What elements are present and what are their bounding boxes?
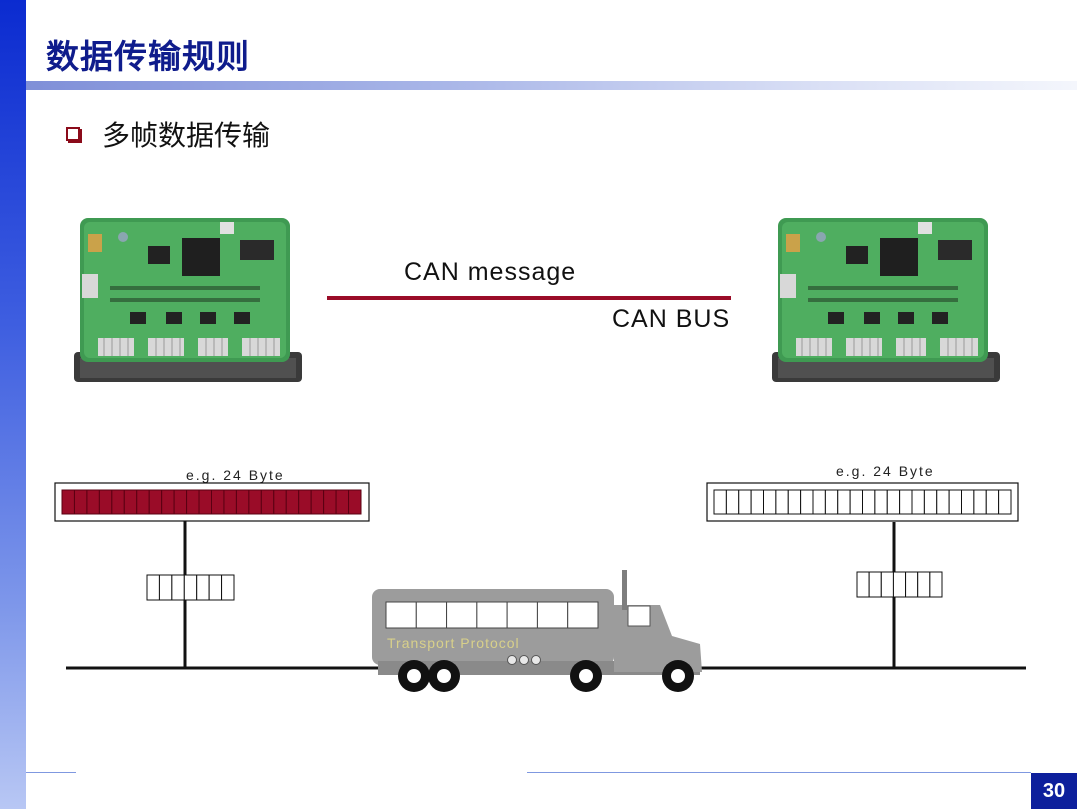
left-packet-cells bbox=[146, 574, 235, 601]
left-buffer-cells bbox=[61, 489, 362, 515]
byte-cell bbox=[725, 489, 740, 515]
byte-cell bbox=[223, 489, 237, 515]
byte-cell bbox=[260, 489, 275, 515]
truck-cargo-cells bbox=[385, 601, 599, 629]
page-number: 30 bbox=[1031, 773, 1077, 809]
byte-cell bbox=[285, 489, 300, 515]
byte-cell bbox=[161, 489, 175, 515]
slide-title: 数据传输规则 bbox=[46, 37, 250, 76]
truck-label: Transport Protocol bbox=[387, 635, 520, 651]
right-buffer-cells bbox=[713, 489, 1012, 515]
byte-cell bbox=[973, 489, 987, 515]
byte-cell bbox=[775, 489, 789, 515]
bullet-text: 多帧数据传输 bbox=[102, 119, 271, 152]
byte-cell bbox=[173, 489, 188, 515]
ecu-board-right-icon bbox=[772, 218, 1000, 382]
byte-cell bbox=[948, 489, 963, 515]
byte-cell bbox=[905, 571, 919, 598]
byte-cell bbox=[148, 489, 163, 515]
byte-cell bbox=[348, 489, 362, 515]
byte-cell bbox=[536, 601, 569, 629]
byte-cell bbox=[886, 489, 901, 515]
byte-cell bbox=[73, 489, 88, 515]
byte-cell bbox=[335, 489, 350, 515]
byte-cell bbox=[985, 489, 1000, 515]
right-buffer-label: e.g. 24 Byte bbox=[836, 463, 935, 479]
byte-cell bbox=[415, 601, 448, 629]
byte-cell bbox=[763, 489, 777, 515]
byte-cell bbox=[186, 489, 200, 515]
byte-cell bbox=[211, 489, 225, 515]
byte-cell bbox=[787, 489, 802, 515]
byte-cell bbox=[123, 489, 138, 515]
ecu-board-left-icon bbox=[74, 218, 302, 382]
truck-icon bbox=[372, 570, 702, 692]
byte-cell bbox=[880, 571, 894, 598]
can-bus-label: CAN BUS bbox=[612, 305, 731, 333]
byte-cell bbox=[171, 574, 185, 601]
byte-cell bbox=[198, 489, 212, 515]
can-message-label: CAN message bbox=[404, 258, 577, 286]
byte-cell bbox=[235, 489, 250, 515]
byte-cell bbox=[208, 574, 223, 601]
byte-cell bbox=[917, 571, 931, 598]
byte-cell bbox=[923, 489, 938, 515]
left-buffer-label: e.g. 24 Byte bbox=[186, 467, 285, 483]
footer-rule-left bbox=[26, 772, 76, 773]
byte-cell bbox=[862, 489, 876, 515]
byte-cell bbox=[506, 601, 538, 629]
byte-cell bbox=[936, 489, 950, 515]
bullet-item: 多帧数据传输 bbox=[66, 114, 270, 154]
byte-cell bbox=[183, 574, 198, 601]
byte-cell bbox=[298, 489, 312, 515]
byte-cell bbox=[310, 489, 325, 515]
byte-cell bbox=[856, 571, 870, 598]
byte-cell bbox=[738, 489, 752, 515]
byte-cell bbox=[146, 574, 160, 601]
byte-cell bbox=[158, 574, 173, 601]
byte-cell bbox=[998, 489, 1012, 515]
byte-cell bbox=[567, 601, 599, 629]
byte-cell bbox=[273, 489, 287, 515]
left-accent-bar bbox=[0, 0, 26, 809]
can-bus-line bbox=[327, 296, 731, 300]
byte-cell bbox=[961, 489, 975, 515]
byte-cell bbox=[812, 489, 826, 515]
byte-cell bbox=[385, 601, 417, 629]
byte-cell bbox=[61, 489, 75, 515]
byte-cell bbox=[800, 489, 814, 515]
byte-cell bbox=[892, 571, 907, 598]
byte-cell bbox=[849, 489, 864, 515]
byte-cell bbox=[824, 489, 839, 515]
byte-cell bbox=[874, 489, 888, 515]
byte-cell bbox=[86, 489, 100, 515]
byte-cell bbox=[929, 571, 943, 598]
byte-cell bbox=[899, 489, 913, 515]
byte-cell bbox=[837, 489, 851, 515]
title-underline bbox=[26, 81, 1077, 90]
byte-cell bbox=[446, 601, 478, 629]
square-bullet-icon bbox=[66, 127, 80, 141]
footer-rule-right bbox=[527, 772, 1031, 773]
byte-cell bbox=[868, 571, 882, 598]
byte-cell bbox=[911, 489, 925, 515]
byte-cell bbox=[111, 489, 125, 515]
byte-cell bbox=[476, 601, 508, 629]
byte-cell bbox=[136, 489, 150, 515]
byte-cell bbox=[221, 574, 235, 601]
byte-cell bbox=[323, 489, 337, 515]
byte-cell bbox=[196, 574, 210, 601]
byte-cell bbox=[750, 489, 765, 515]
byte-cell bbox=[713, 489, 727, 515]
byte-cell bbox=[248, 489, 262, 515]
byte-cell bbox=[98, 489, 113, 515]
right-packet-cells bbox=[856, 571, 943, 598]
